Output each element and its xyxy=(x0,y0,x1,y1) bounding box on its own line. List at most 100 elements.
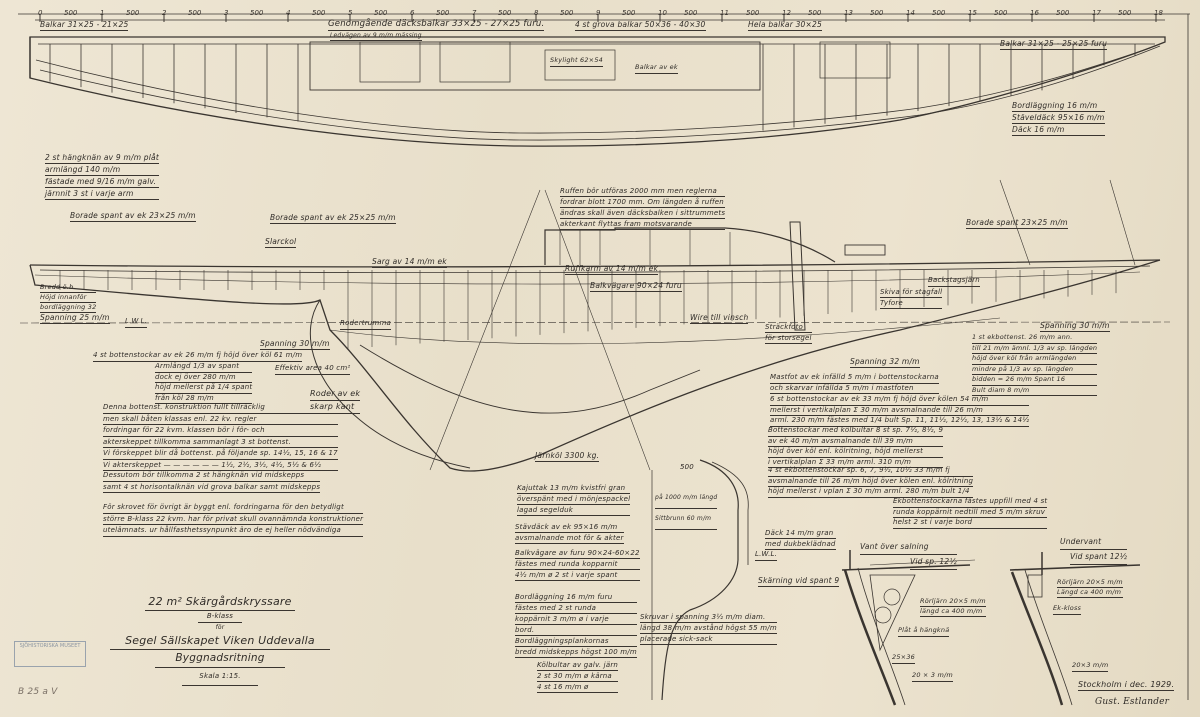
note-kolbultar-right: Bottenstockar med kölbultar 8 st sp. 7½,… xyxy=(768,426,944,468)
note-balkar-fore: Balkar 31×25 - 21×25 xyxy=(40,20,129,31)
ruler-spacing-label: 500 xyxy=(808,9,822,17)
note-grova-balkar: 4 st grova balkar 50×36 - 40×30 xyxy=(575,20,706,31)
label-skarning: Skärning vid spant 9 xyxy=(758,576,840,587)
note-effektiv-area: Effektiv area 40 cm² xyxy=(275,363,351,375)
hull-outline xyxy=(29,259,1161,472)
note-ekbottenstockar: 4 st ekbottenstockar sp. 6, 7, 9½, 10½ 3… xyxy=(768,466,974,498)
note-balkar-aft: Balkar 31×25 - 25×25 furu xyxy=(1000,39,1108,50)
ruler-spacing-label: 500 xyxy=(64,9,78,17)
sheer-line xyxy=(29,259,1161,268)
section-vant-dim1: 25×36 xyxy=(892,652,915,664)
label-wire: Wire till vinsch xyxy=(690,313,749,324)
note-fastes: Ekbottenstockarna fästes uppfill med 4 s… xyxy=(893,497,1048,529)
note-genomgaende: Genomgående däcksbalkar 33×25 - 27×25 fu… xyxy=(328,19,545,31)
section-vant-plat: Plåt å hängknä xyxy=(898,625,950,637)
ruler-station-label: 15 xyxy=(968,9,977,17)
ruler-station-label: 13 xyxy=(844,9,853,17)
ruler-station-label: 11 xyxy=(720,9,729,17)
note-skruvar: Skruvar i spanning 3½ m/m diam.längd 38 … xyxy=(640,613,777,645)
ruler-station-label: 17 xyxy=(1092,9,1101,17)
note-bottenstockar-ek: 6 st bottenstockar av ek 33 m/m fj höjd … xyxy=(770,395,1030,427)
note-hela-balkar: Hela balkar 30×25 xyxy=(748,20,822,31)
section-undervant-ekkloss: Ek-kloss xyxy=(1053,603,1082,615)
label-spanning-30b: Spanning 30 m/m xyxy=(1040,321,1110,332)
note-spant-mid: Borade spant av ek 25×25 m/m xyxy=(270,213,396,224)
ruler-spacing-label: 500 xyxy=(994,9,1008,17)
ruler-spacing-label: 500 xyxy=(870,9,884,17)
note-ekbottenst-aft: 1 st ekbottenst. 26 m/m ann.till 21 m/m … xyxy=(972,333,1098,396)
ruler-spacing-label: 500 xyxy=(746,9,760,17)
ruler-spacing-label: 500 xyxy=(374,9,388,17)
title-block: 22 m² Skärgårdskryssare B-klass för Sege… xyxy=(110,593,330,686)
shroud-section-vant xyxy=(841,550,976,706)
label-ruffkarm: Ruffkarm av 14 m/m ek xyxy=(565,264,658,275)
label-spanning-32: Spanning 32 m/m xyxy=(850,357,920,368)
note-ledvagen: Ledvägen av 9 m/m mässing xyxy=(330,32,422,41)
ruler-station-label: 2 xyxy=(162,9,167,17)
hull-profile xyxy=(19,179,1171,472)
label-slarckol: Slarckol xyxy=(265,237,297,248)
ruler-station-label: 18 xyxy=(1154,9,1163,17)
signature: Gust. Estlander xyxy=(1095,697,1170,707)
note-for-skrovet: För skrovet för övrigt är byggt enl. for… xyxy=(103,502,364,537)
note-denna: Denna bottenst. konstruktion fullt tillr… xyxy=(103,402,338,471)
ruler-station-label: 9 xyxy=(596,9,601,17)
ruler-station-label: 8 xyxy=(534,9,539,17)
ruler-station-label: 0 xyxy=(38,9,43,17)
ruler-spacing-label: 500 xyxy=(188,9,202,17)
ruler-station-label: 6 xyxy=(410,9,415,17)
note-spant-aft: Borade spant 23×25 m/m xyxy=(966,218,1068,229)
ruler-spacing-label: 500 xyxy=(312,9,326,17)
ruler-spacing-label: 500 xyxy=(1118,9,1132,17)
rudder xyxy=(309,299,471,469)
ruler-station-label: 1 xyxy=(100,9,104,17)
label-wl: L.W.L. xyxy=(125,316,148,328)
note-balkar-ek: Balkar av ek xyxy=(635,62,678,74)
ruler-spacing-label: 500 xyxy=(436,9,450,17)
ruler-spacing-label: 500 xyxy=(622,9,636,17)
label-sarg: Sarg av 14 m/m ek xyxy=(372,257,447,268)
label-balkvagare: Balkvägare 90×24 furu xyxy=(590,281,682,292)
ruler-spacing-label: 500 xyxy=(560,9,574,17)
ruler-spacing-label: 500 xyxy=(684,9,698,17)
ruler-spacing-label: 500 xyxy=(250,9,264,17)
label-spanning-30: Spanning 30 m/m xyxy=(260,339,330,350)
deck-plan-view xyxy=(29,36,1166,147)
label-jarnkol: Järnköl 3300 kg. xyxy=(535,451,600,462)
note-mastfot: Mastfot av ek infälld 5 m/m i bottenstoc… xyxy=(770,373,939,394)
ruler-spacing-label: 500 xyxy=(126,9,140,17)
ruler-spacing-label: 500 xyxy=(932,9,946,17)
note-bottenstockar: 4 st bottenstockar av ek 26 m/m fj höjd … xyxy=(93,350,303,362)
label-wl-section: L.W.L. xyxy=(755,549,778,561)
ballast-keel xyxy=(359,344,701,414)
note-spant-fore: Borade spant av ek 23×25 m/m xyxy=(70,211,196,222)
coachroof xyxy=(544,227,836,265)
shroud-section-undervant xyxy=(1009,552,1141,706)
section-vant-dim2: 20 × 3 m/m xyxy=(912,670,953,682)
ruler-station-label: 16 xyxy=(1030,9,1039,17)
mast xyxy=(789,221,806,331)
ruler-station-label: 7 xyxy=(472,9,477,17)
note-skylight: Skylight 62×54 xyxy=(550,55,603,67)
label-rodertrumma: Rodertrumma xyxy=(340,318,391,330)
